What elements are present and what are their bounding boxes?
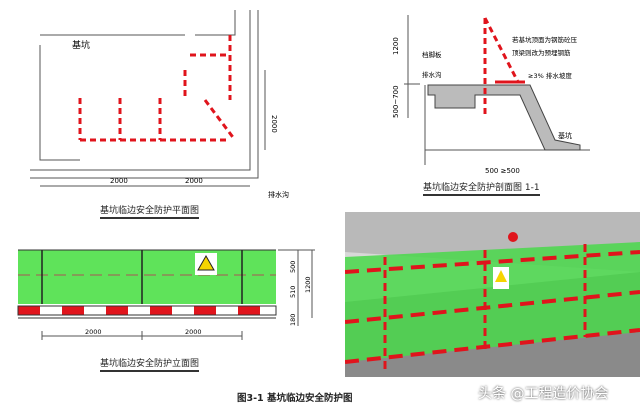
section-toe-board: 档脚板	[422, 50, 442, 59]
section-note-1: 若基坑顶面为钢筋砼压	[512, 35, 578, 44]
elev-dim-w2: 2000	[185, 328, 202, 336]
section-note-2: 顶梁则改为预埋钢筋	[512, 48, 571, 57]
elevation-view: 500 510 1200 180	[17, 249, 315, 326]
elev-dim-510: 510	[289, 286, 297, 298]
figure-caption: 图3-1 基坑临边安全防护图	[237, 393, 353, 404]
watermark: 头条 @工程造价协会	[478, 386, 609, 402]
section-ditch: 排水沟	[422, 70, 442, 79]
section-dim-base: 500 ≥500	[485, 167, 520, 175]
plan-ditch-label: 排水沟	[268, 190, 289, 199]
elevation-dims: 2000 2000	[41, 328, 243, 340]
plan-dim-2: 2000	[185, 177, 203, 185]
plan-title: 基坑临边安全防护平面图	[100, 203, 200, 219]
section-dim-top: 1200	[392, 37, 400, 55]
render-photo	[345, 212, 640, 377]
plan-view: 基坑 2000 2000 2000 排水沟	[30, 10, 289, 199]
section-dim-bottom: 500~700	[392, 85, 400, 118]
section-slope: ≥3% 排水坡度	[528, 71, 572, 80]
section-title: 基坑临边安全防护剖面图 1-1	[423, 180, 540, 196]
elev-dim-500: 500	[289, 261, 297, 273]
section-view: 1200 500~700 档脚板 排水沟 若基坑顶面为钢筋砼压 顶梁则改为预埋钢…	[392, 15, 590, 175]
plan-pit-label: 基坑	[72, 39, 90, 51]
section-pit: 基坑	[558, 131, 572, 140]
elevation-title: 基坑临边安全防护立面图	[100, 356, 200, 372]
elev-dim-w1: 2000	[85, 328, 102, 336]
plan-dim-v: 2000	[270, 115, 278, 133]
elev-dim-1200: 1200	[304, 276, 312, 293]
plan-dim-1: 2000	[110, 177, 128, 185]
elev-dim-180: 180	[289, 314, 297, 326]
